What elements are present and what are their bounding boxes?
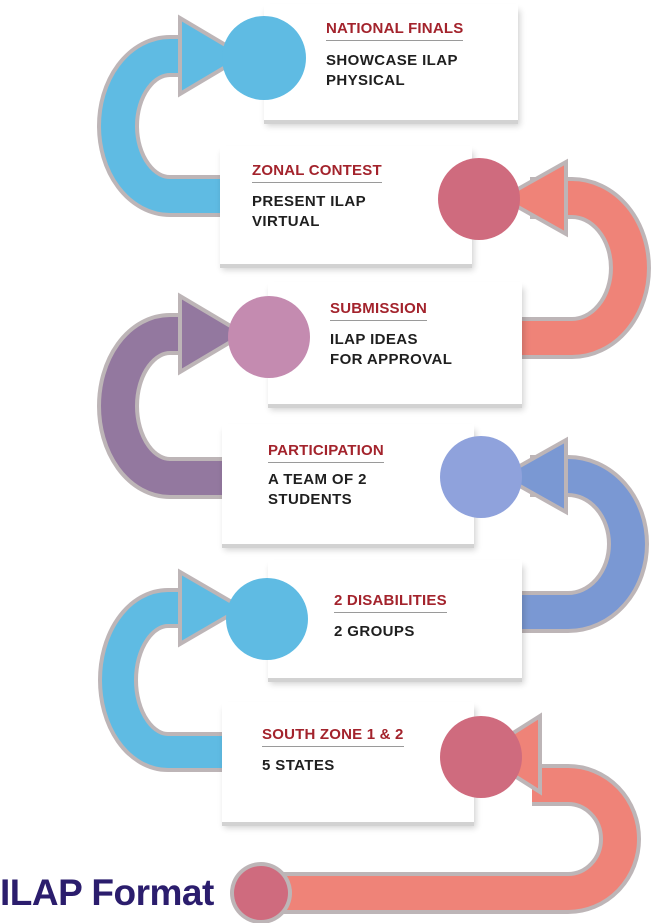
arrow-submission-to-zonal xyxy=(497,158,651,359)
stage-description: 5 STATES xyxy=(262,756,335,776)
stage-heading: SOUTH ZONE 1 & 2 xyxy=(262,726,404,747)
arrow-south-zone-to-disabilities xyxy=(98,568,246,772)
stage-description-line: VIRTUAL xyxy=(252,213,320,230)
stage-circle-south-zone xyxy=(440,716,522,798)
stage-description-line: 5 STATES xyxy=(262,757,335,774)
stage-description-line: PRESENT ILAP xyxy=(252,193,366,210)
stage-card-submission: SUBMISSION ILAP IDEAS FOR APPROVAL xyxy=(268,282,522,404)
start-circle xyxy=(234,866,288,920)
stage-description-line: 2 GROUPS xyxy=(334,623,415,640)
stage-heading: PARTICIPATION xyxy=(268,442,384,463)
stage-card-south-zone: SOUTH ZONE 1 & 2 5 STATES xyxy=(222,702,474,822)
stage-description-line: STUDENTS xyxy=(268,491,353,508)
stage-description: 2 GROUPS xyxy=(334,622,415,642)
stage-card-participation: PARTICIPATION A TEAM OF 2 STUDENTS xyxy=(222,424,474,544)
stage-description-line: FOR APPROVAL xyxy=(330,351,453,368)
stage-heading: 2 DISABILITIES xyxy=(334,592,447,613)
arrow-disabilities-to-participation xyxy=(497,436,649,633)
stage-circle-participation xyxy=(440,436,522,518)
stage-heading: ZONAL CONTEST xyxy=(252,162,382,183)
stage-card-national-finals: NATIONAL FINALS SHOWCASE ILAP PHYSICAL xyxy=(264,4,518,120)
page-title: ILAP Format xyxy=(0,872,214,913)
arrow-zonal-to-national xyxy=(97,14,248,217)
arrow-participation-to-submission xyxy=(97,292,248,499)
stage-description: SHOWCASE ILAP PHYSICAL xyxy=(326,51,458,91)
stage-description-line: ILAP IDEAS xyxy=(330,331,418,348)
stage-card-zonal-contest: ZONAL CONTEST PRESENT ILAP VIRTUAL xyxy=(220,146,472,264)
stage-description-line: SHOWCASE ILAP xyxy=(326,52,458,69)
stage-description-line: A TEAM OF 2 xyxy=(268,471,367,488)
stage-description-line: PHYSICAL xyxy=(326,72,406,89)
stage-heading: SUBMISSION xyxy=(330,300,428,321)
stage-description: PRESENT ILAP VIRTUAL xyxy=(252,192,366,232)
stage-heading: NATIONAL FINALS xyxy=(326,20,464,41)
stage-circle-zonal-contest xyxy=(438,158,520,240)
stage-circle-disabilities xyxy=(226,578,308,660)
stage-card-disabilities: 2 DISABILITIES 2 GROUPS xyxy=(268,560,522,678)
stage-circle-national-finals xyxy=(222,16,306,100)
stage-circle-submission xyxy=(228,296,310,378)
stage-description: A TEAM OF 2 STUDENTS xyxy=(268,470,367,510)
stage-description: ILAP IDEAS FOR APPROVAL xyxy=(330,330,452,370)
